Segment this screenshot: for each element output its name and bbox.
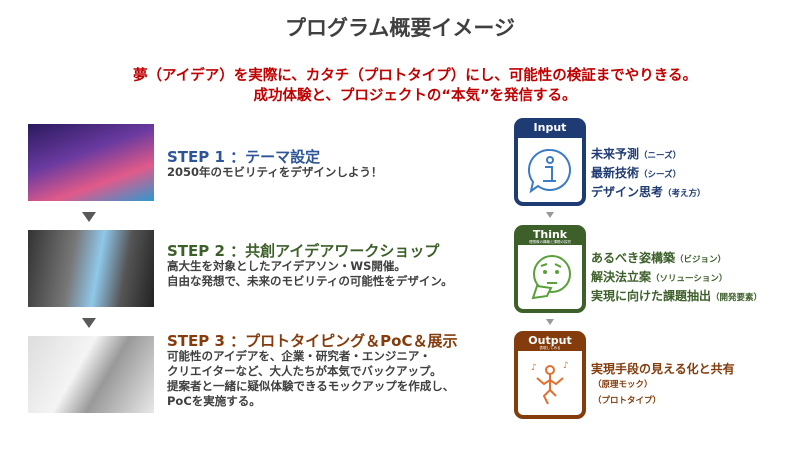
step1-photo-futuristic-city [28, 124, 154, 201]
input-items: 未来予測（ニーズ） 最新技術（シーズ） デザイン思考（考え方） [591, 147, 706, 199]
step3-text: 可能性のアイデアを、企業・研究者・エンジニア・クリエイターなど、大人たちが本気で… [167, 349, 455, 408]
page-title: プログラム概要イメージ [285, 16, 515, 40]
output-items: 実現手段の見える化と共有 （原理モック） （プロトタイプ） [591, 362, 735, 406]
thinking-face-icon [531, 255, 571, 300]
input-card: Input [514, 118, 586, 206]
svg-text:♪: ♪ [531, 363, 537, 373]
step1-text: 2050年のモビリティをデザインしよう！ [167, 165, 383, 179]
step2-title: STEP 2 ：共創アイデアワークショップ [167, 242, 440, 260]
lead-line-2: 成功体験と、プロジェクトの“本気”を発信する。 [253, 88, 577, 104]
think-items: あるべき姿構築（ビジョン） 解決法立案（ソリューション） 実現に向けた課題抽出（… [591, 251, 763, 303]
down-arrow-icon [82, 212, 96, 222]
lead-line-1: 夢（アイデア）を実際に、カタチ（プロトタイプ）にし、可能性の検証までやりきる。 [132, 68, 698, 84]
step2-text: 高大生を対象としたアイデアソン・WS開催。自由な発想で、未来のモビリティの可能性… [167, 259, 453, 288]
info-icon [528, 148, 571, 194]
step3-photo-prototype-vehicle [28, 336, 154, 413]
down-arrow-icon [546, 212, 554, 218]
step3-title: STEP 3 ：プロトタイピング＆PoC＆展示 [167, 332, 458, 350]
svg-text:♪: ♪ [563, 361, 569, 371]
down-arrow-icon [82, 318, 96, 328]
dancing-person-icon: ♪♪ [531, 361, 569, 405]
step1-title: STEP 1 ：テーマ設定 [167, 148, 321, 166]
step2-photo-workshop [28, 230, 154, 307]
down-arrow-icon [546, 319, 554, 325]
